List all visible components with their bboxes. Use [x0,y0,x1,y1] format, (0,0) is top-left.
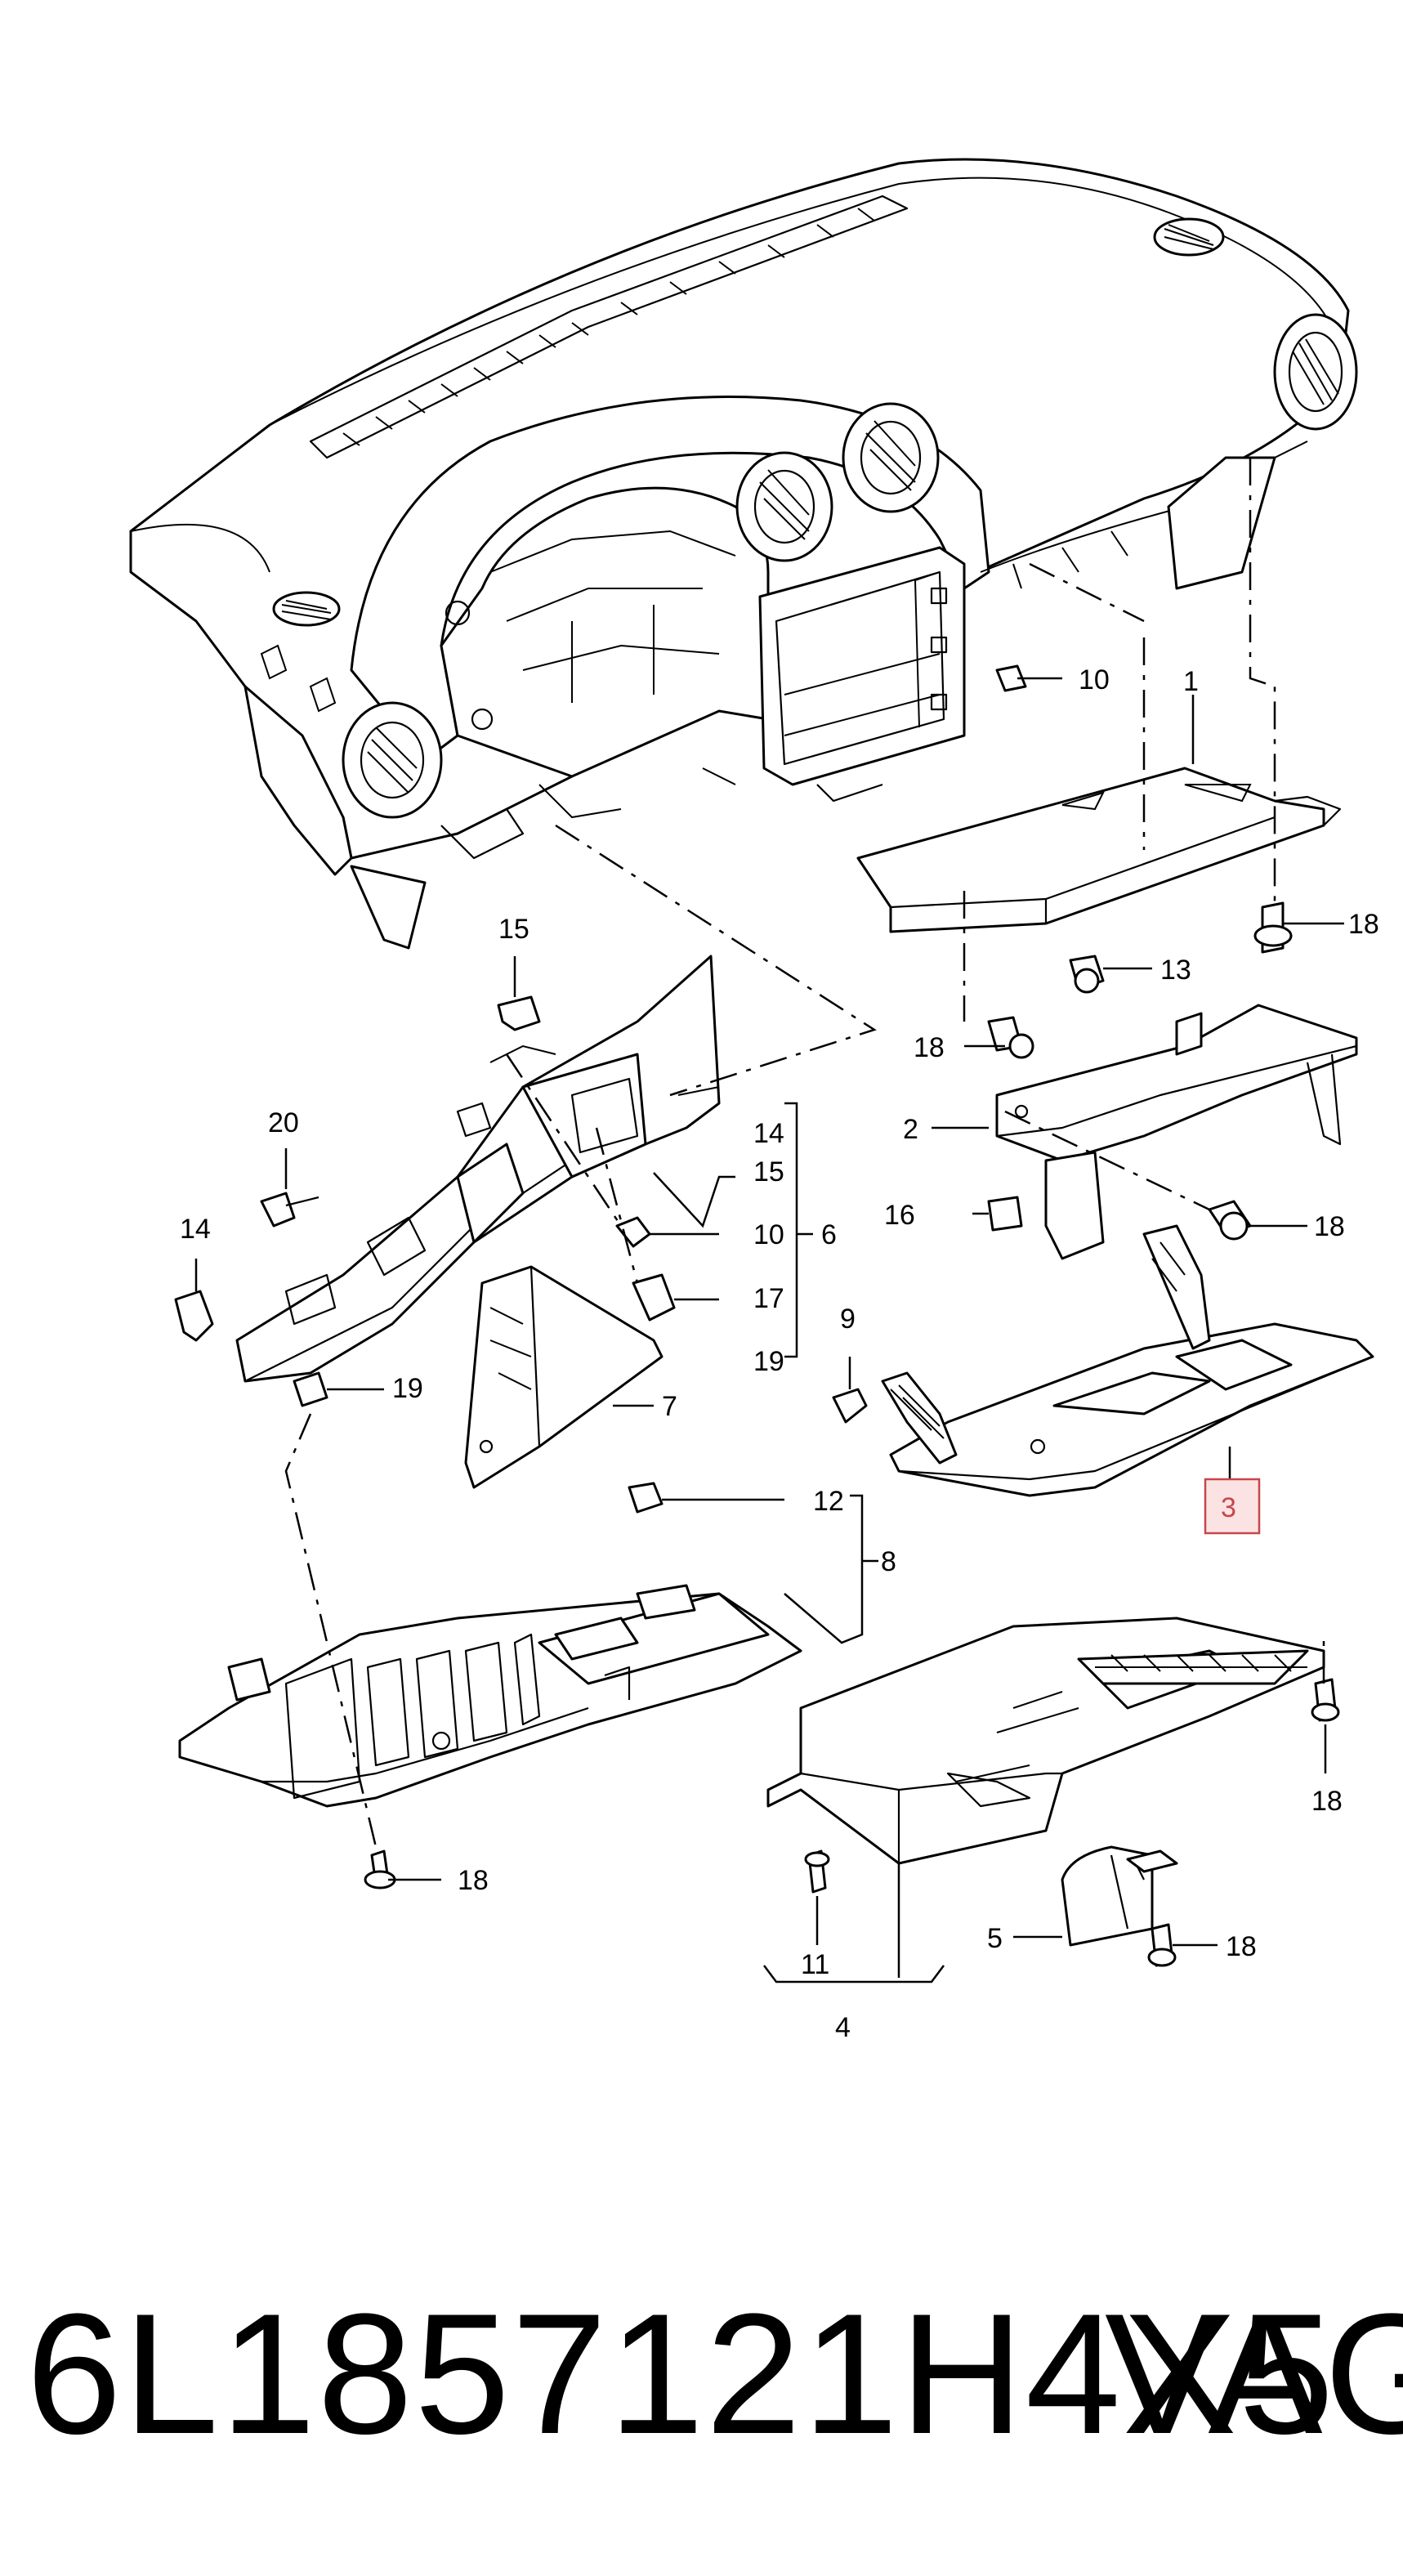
callout-14-right: 14 [753,1118,784,1149]
part-4-lower-trim [766,1617,1325,1865]
highlight-box-3 [1204,1478,1261,1535]
part-number-caption: 6L1857121H4X5 VAG [0,2280,1403,2525]
callout-5: 5 [987,1923,1003,1954]
callout-18-part5: 18 [1226,1931,1257,1962]
callout-19-left: 19 [392,1373,423,1404]
part-number: 6L1857121H4X5 [26,2278,1336,2470]
callout-10-upper: 10 [1079,664,1110,695]
dashboard-left-end [244,591,525,950]
part-7-compartment [464,1265,664,1489]
clip-15 [497,995,541,1031]
radio-cavity [758,546,966,803]
callout-20: 20 [268,1107,299,1138]
callout-18-left: 18 [914,1032,945,1063]
parts-exploded-diagram: 10 1 18 13 18 2 16 18 9 3 15 20 14 14 15… [129,158,1379,2043]
callout-14-left: 14 [180,1214,211,1245]
callout-18-part2: 18 [1314,1211,1345,1242]
defrost-vent [309,195,909,459]
part-1-upper-tray [856,767,1342,933]
callout-2: 2 [903,1114,918,1145]
callout-3: 3 [1221,1492,1236,1523]
callout-18-bottom-left: 18 [458,1865,489,1896]
right-side-vent [1153,217,1358,431]
part-8-center-tray [178,1584,802,1808]
plug-10-lower [615,1216,651,1248]
part-6-knee-panel [235,955,721,1383]
callout-labels: 10 1 18 13 18 2 16 18 9 3 15 20 14 14 15… [180,664,1379,2043]
brand-name: VAG [1105,2278,1403,2470]
callout-15-top: 15 [498,914,529,945]
clip-9 [832,1388,868,1424]
callout-13: 13 [1160,955,1191,986]
clip-16 [987,1196,1023,1232]
callout-6: 6 [821,1219,837,1250]
callout-15-right: 15 [753,1156,784,1187]
dashboard-assembly [129,158,1358,950]
callout-1: 1 [1183,666,1199,697]
callout-17: 17 [753,1283,784,1314]
callout-11: 11 [801,1949,829,1980]
callout-12: 12 [813,1486,844,1517]
callout-16: 16 [884,1200,915,1231]
clip-19 [293,1371,328,1407]
callout-9: 9 [840,1304,856,1335]
screw-20 [260,1192,296,1228]
callout-7: 7 [662,1391,677,1422]
clip-14 [174,1290,214,1342]
leader-lines [194,677,1344,1983]
callout-10-lower: 10 [753,1219,784,1250]
clip-17 [632,1273,676,1322]
callout-19-right: 19 [753,1346,784,1377]
callout-8: 8 [881,1546,896,1577]
callout-18-part1: 18 [1348,909,1379,940]
callout-4: 4 [835,2012,851,2043]
part-3-glovebox-frame [881,1224,1374,1497]
callout-18-part4: 18 [1311,1786,1343,1817]
part-2-support-bracket [995,1004,1358,1260]
center-vents [735,402,940,562]
clip-12 [628,1482,664,1514]
part-5-corner-cover [1061,1845,1178,1947]
fasteners [174,664,1340,1967]
assembly-lines [284,458,1325,1848]
plug-10-upper [995,664,1027,692]
